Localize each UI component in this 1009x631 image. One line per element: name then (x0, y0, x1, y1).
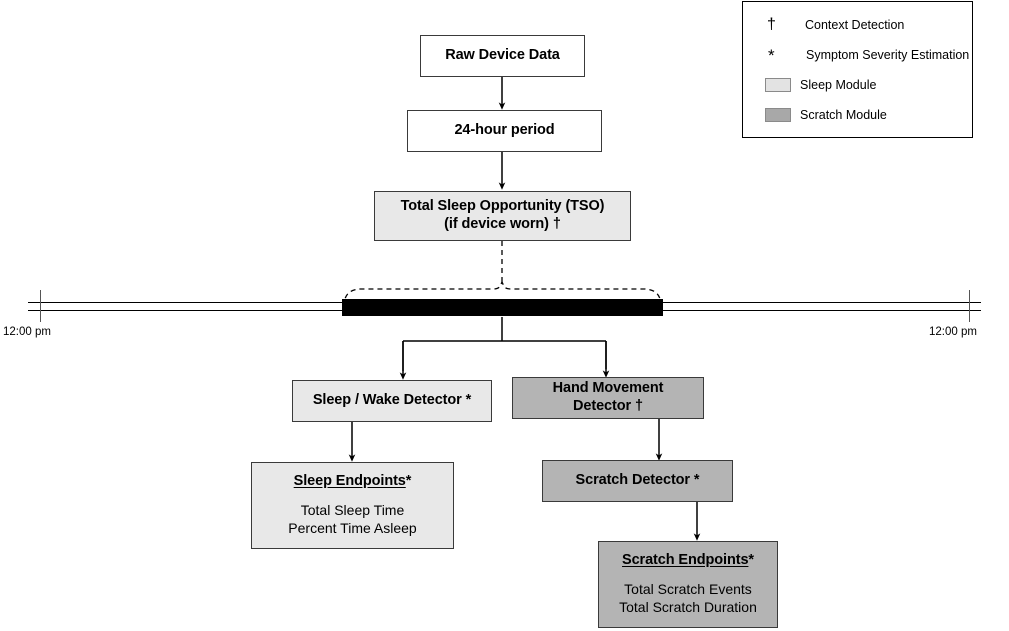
legend-label: Context Detection (805, 18, 905, 32)
node-total-sleep-opportunity[interactable]: Total Sleep Opportunity (TSO) (if device… (374, 191, 631, 241)
node-title-text: Scratch Endpoints (622, 552, 749, 569)
timeline-tick-left (40, 290, 41, 322)
node-title: Scratch Detector * (575, 472, 700, 489)
severity-asterisk: * (405, 473, 412, 490)
node-title: Total Sleep Opportunity (TSO) (if device… (400, 198, 605, 232)
node-title: Sleep Endpoints * (294, 473, 412, 491)
node-raw-device-data[interactable]: Raw Device Data (420, 35, 585, 77)
tso-highlight-bar (342, 299, 663, 316)
node-sleep-wake-detector[interactable]: Sleep / Wake Detector * (292, 380, 492, 422)
timeline-label-end: 12:00 pm (929, 326, 977, 338)
node-title: Raw Device Data (445, 47, 560, 64)
legend-label: Symptom Severity Estimation (806, 48, 970, 62)
node-scratch-detector[interactable]: Scratch Detector * (542, 460, 733, 502)
legend-row-context-detection: † Context Detection (743, 10, 972, 40)
node-endpoint-list: Total Sleep Time Percent Time Asleep (288, 501, 417, 536)
legend-key-cell (762, 78, 800, 92)
timeline-tick-right (969, 290, 970, 322)
node-hand-movement-detector[interactable]: Hand Movement Detector † (512, 377, 704, 419)
node-title: Scratch Endpoints * (622, 552, 754, 570)
timeline-label-start: 12:00 pm (3, 326, 51, 338)
severity-asterisk: * (748, 552, 754, 569)
node-endpoint-list: Total Scratch Events Total Scratch Durat… (619, 580, 757, 615)
legend-label: Scratch Module (800, 108, 887, 122)
node-24-hour-period[interactable]: 24-hour period (407, 110, 602, 152)
sleep-module-swatch-icon (765, 78, 791, 92)
node-sleep-endpoints[interactable]: Sleep Endpoints * Total Sleep Time Perce… (251, 462, 454, 549)
asterisk-icon: * (768, 45, 775, 65)
split-connector (402, 317, 607, 371)
legend-key-cell (762, 108, 800, 122)
dagger-icon: † (767, 16, 776, 33)
node-title: 24-hour period (454, 122, 555, 139)
node-title: Sleep / Wake Detector * (312, 392, 472, 409)
legend-row-symptom-severity: * Symptom Severity Estimation (743, 40, 972, 70)
legend-panel: † Context Detection * Symptom Severity E… (742, 1, 973, 138)
legend-row-scratch-module: Scratch Module (743, 100, 972, 130)
node-title-text: Sleep Endpoints (293, 473, 406, 490)
scratch-module-swatch-icon (765, 108, 791, 122)
legend-label: Sleep Module (800, 78, 877, 92)
node-title: Hand Movement Detector † (552, 380, 664, 414)
legend-row-sleep-module: Sleep Module (743, 70, 972, 100)
node-scratch-endpoints[interactable]: Scratch Endpoints * Total Scratch Events… (598, 541, 778, 628)
